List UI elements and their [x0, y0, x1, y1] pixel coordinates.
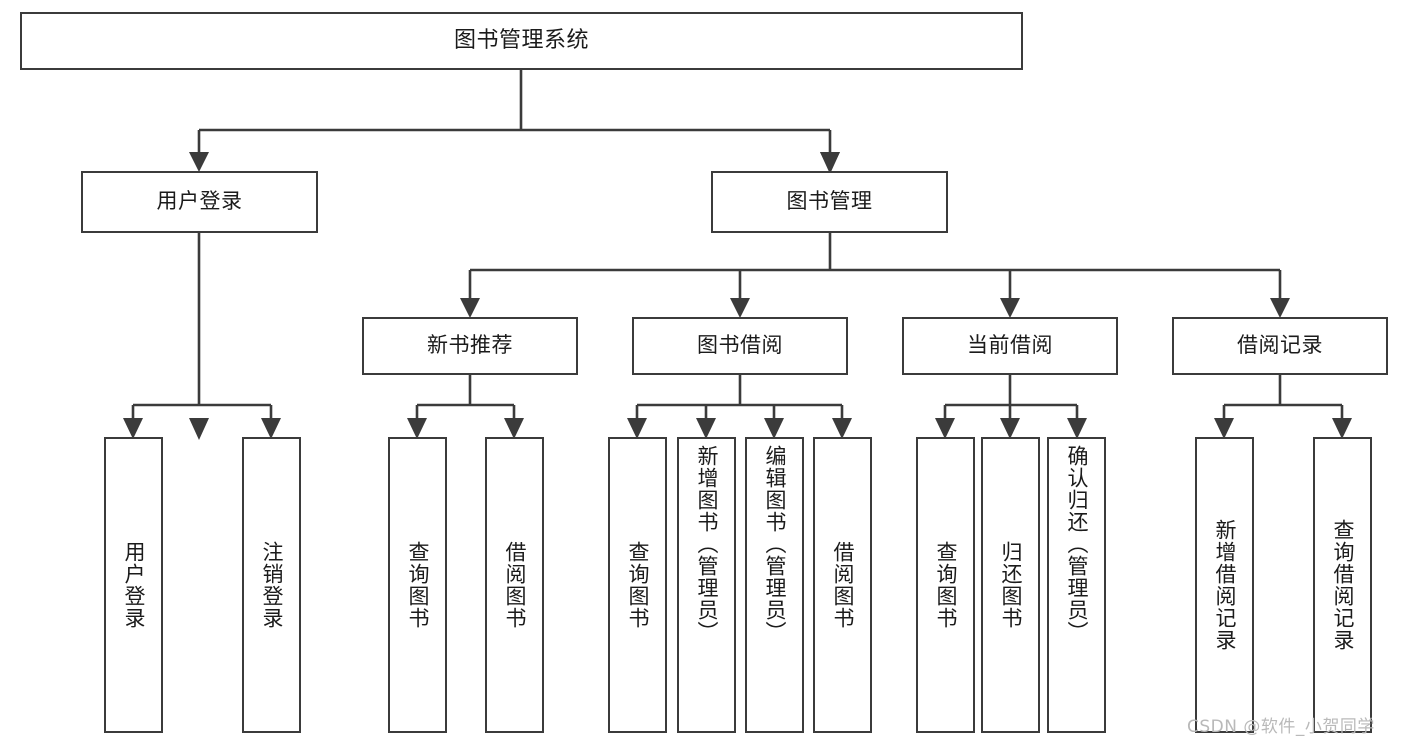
node-new-book-recommend[interactable]: 新书推荐 [362, 317, 578, 375]
leaf-query-borrow-record[interactable]: 查询借阅记录 [1313, 437, 1372, 733]
leaf-add-borrow-record[interactable]: 新增借阅记录 [1195, 437, 1254, 733]
leaf-confirm-return-admin[interactable]: 确认归还（管理员） [1047, 437, 1106, 733]
leaf-edit-book-admin[interactable]: 编辑图书（管理员） [745, 437, 804, 733]
node-borrow-record[interactable]: 借阅记录 [1172, 317, 1388, 375]
node-label: 确认归还（管理员） [1064, 445, 1089, 643]
node-user-login[interactable]: 用户登录 [81, 171, 318, 233]
node-label: 新增图书（管理员） [694, 445, 719, 643]
node-label: 借阅图书 [830, 541, 855, 629]
leaf-query-book-current[interactable]: 查询图书 [916, 437, 975, 733]
leaf-query-book-recommend[interactable]: 查询图书 [388, 437, 447, 733]
node-label: 新增借阅记录 [1212, 519, 1237, 651]
node-root-system[interactable]: 图书管理系统 [20, 12, 1023, 70]
leaf-add-book-admin[interactable]: 新增图书（管理员） [677, 437, 736, 733]
csdn-watermark: CSDN @软件_小贺同学 [1187, 717, 1375, 737]
node-book-management[interactable]: 图书管理 [711, 171, 948, 233]
node-label: 注销登录 [259, 541, 284, 629]
leaf-user-logout[interactable]: 注销登录 [242, 437, 301, 733]
node-label: 当前借阅 [967, 333, 1053, 358]
node-book-borrow[interactable]: 图书借阅 [632, 317, 848, 375]
leaf-query-book-borrow[interactable]: 查询图书 [608, 437, 667, 733]
leaf-borrow-book-recommend[interactable]: 借阅图书 [485, 437, 544, 733]
node-label: 借阅图书 [502, 541, 527, 629]
node-label: 查询图书 [625, 541, 650, 629]
node-label: 图书管理系统 [453, 27, 589, 53]
node-label: 归还图书 [998, 541, 1023, 629]
node-label: 图书借阅 [697, 333, 783, 358]
leaf-return-book[interactable]: 归还图书 [981, 437, 1040, 733]
node-current-borrow[interactable]: 当前借阅 [902, 317, 1118, 375]
leaf-borrow-book[interactable]: 借阅图书 [813, 437, 872, 733]
node-label: 新书推荐 [427, 333, 513, 358]
node-label: 编辑图书（管理员） [762, 445, 787, 643]
node-label: 查询借阅记录 [1330, 519, 1355, 651]
node-label: 查询图书 [405, 541, 430, 629]
node-label: 查询图书 [933, 541, 958, 629]
node-label: 图书管理 [786, 189, 873, 214]
leaf-user-login[interactable]: 用户登录 [104, 437, 163, 733]
node-label: 用户登录 [121, 541, 146, 629]
node-label: 用户登录 [156, 189, 243, 214]
node-label: 借阅记录 [1237, 333, 1323, 358]
